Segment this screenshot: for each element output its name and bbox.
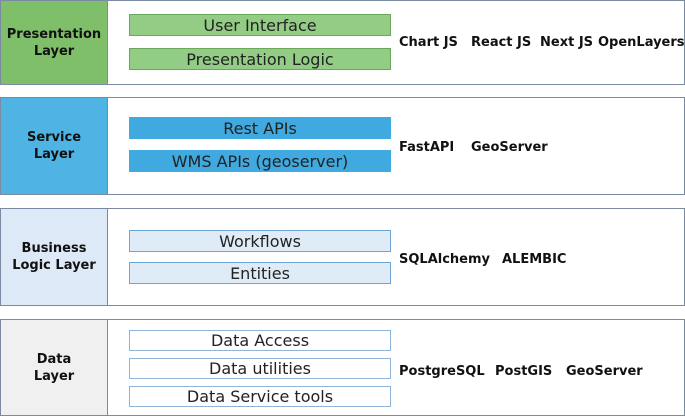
presentation-layer: Presentation Layer User Interface Presen… <box>0 0 685 85</box>
tech-postgis: PostGIS <box>495 364 553 379</box>
tech-alembic: ALEMBIC <box>502 252 567 267</box>
presentation-layer-label: Presentation Layer <box>1 1 108 84</box>
wms-apis-component: WMS APIs (geoserver) <box>129 150 391 172</box>
workflows-component: Workflows <box>129 230 391 252</box>
tech-next-js: Next JS <box>540 35 594 50</box>
tech-react-js: React JS <box>471 35 532 50</box>
data-utilities-component: Data utilities <box>129 358 391 379</box>
tech-sqlalchemy: SQLAlchemy <box>399 252 491 267</box>
service-layer: Service Layer Rest APIs WMS APIs (geoser… <box>0 97 685 195</box>
tech-openlayers: OpenLayers <box>598 35 685 50</box>
tech-postgresql: PostgreSQL <box>399 364 485 379</box>
service-layer-label: Service Layer <box>1 98 108 194</box>
user-interface-component: User Interface <box>129 14 391 36</box>
business-logic-layer: Business Logic Layer Workflows Entities … <box>0 208 685 306</box>
tech-fastapi: FastAPI <box>399 140 455 155</box>
entities-component: Entities <box>129 262 391 284</box>
data-service-tools-component: Data Service tools <box>129 386 391 407</box>
tech-geoserver-data: GeoServer <box>566 364 643 379</box>
business-logic-layer-label: Business Logic Layer <box>1 209 108 305</box>
data-access-component: Data Access <box>129 330 391 351</box>
tech-geoserver: GeoServer <box>471 140 548 155</box>
rest-apis-component: Rest APIs <box>129 117 391 139</box>
tech-chart-js: Chart JS <box>399 35 458 50</box>
presentation-logic-component: Presentation Logic <box>129 48 391 70</box>
data-layer: Data Layer Data Access Data utilities Da… <box>0 319 685 416</box>
data-layer-label: Data Layer <box>1 320 108 415</box>
